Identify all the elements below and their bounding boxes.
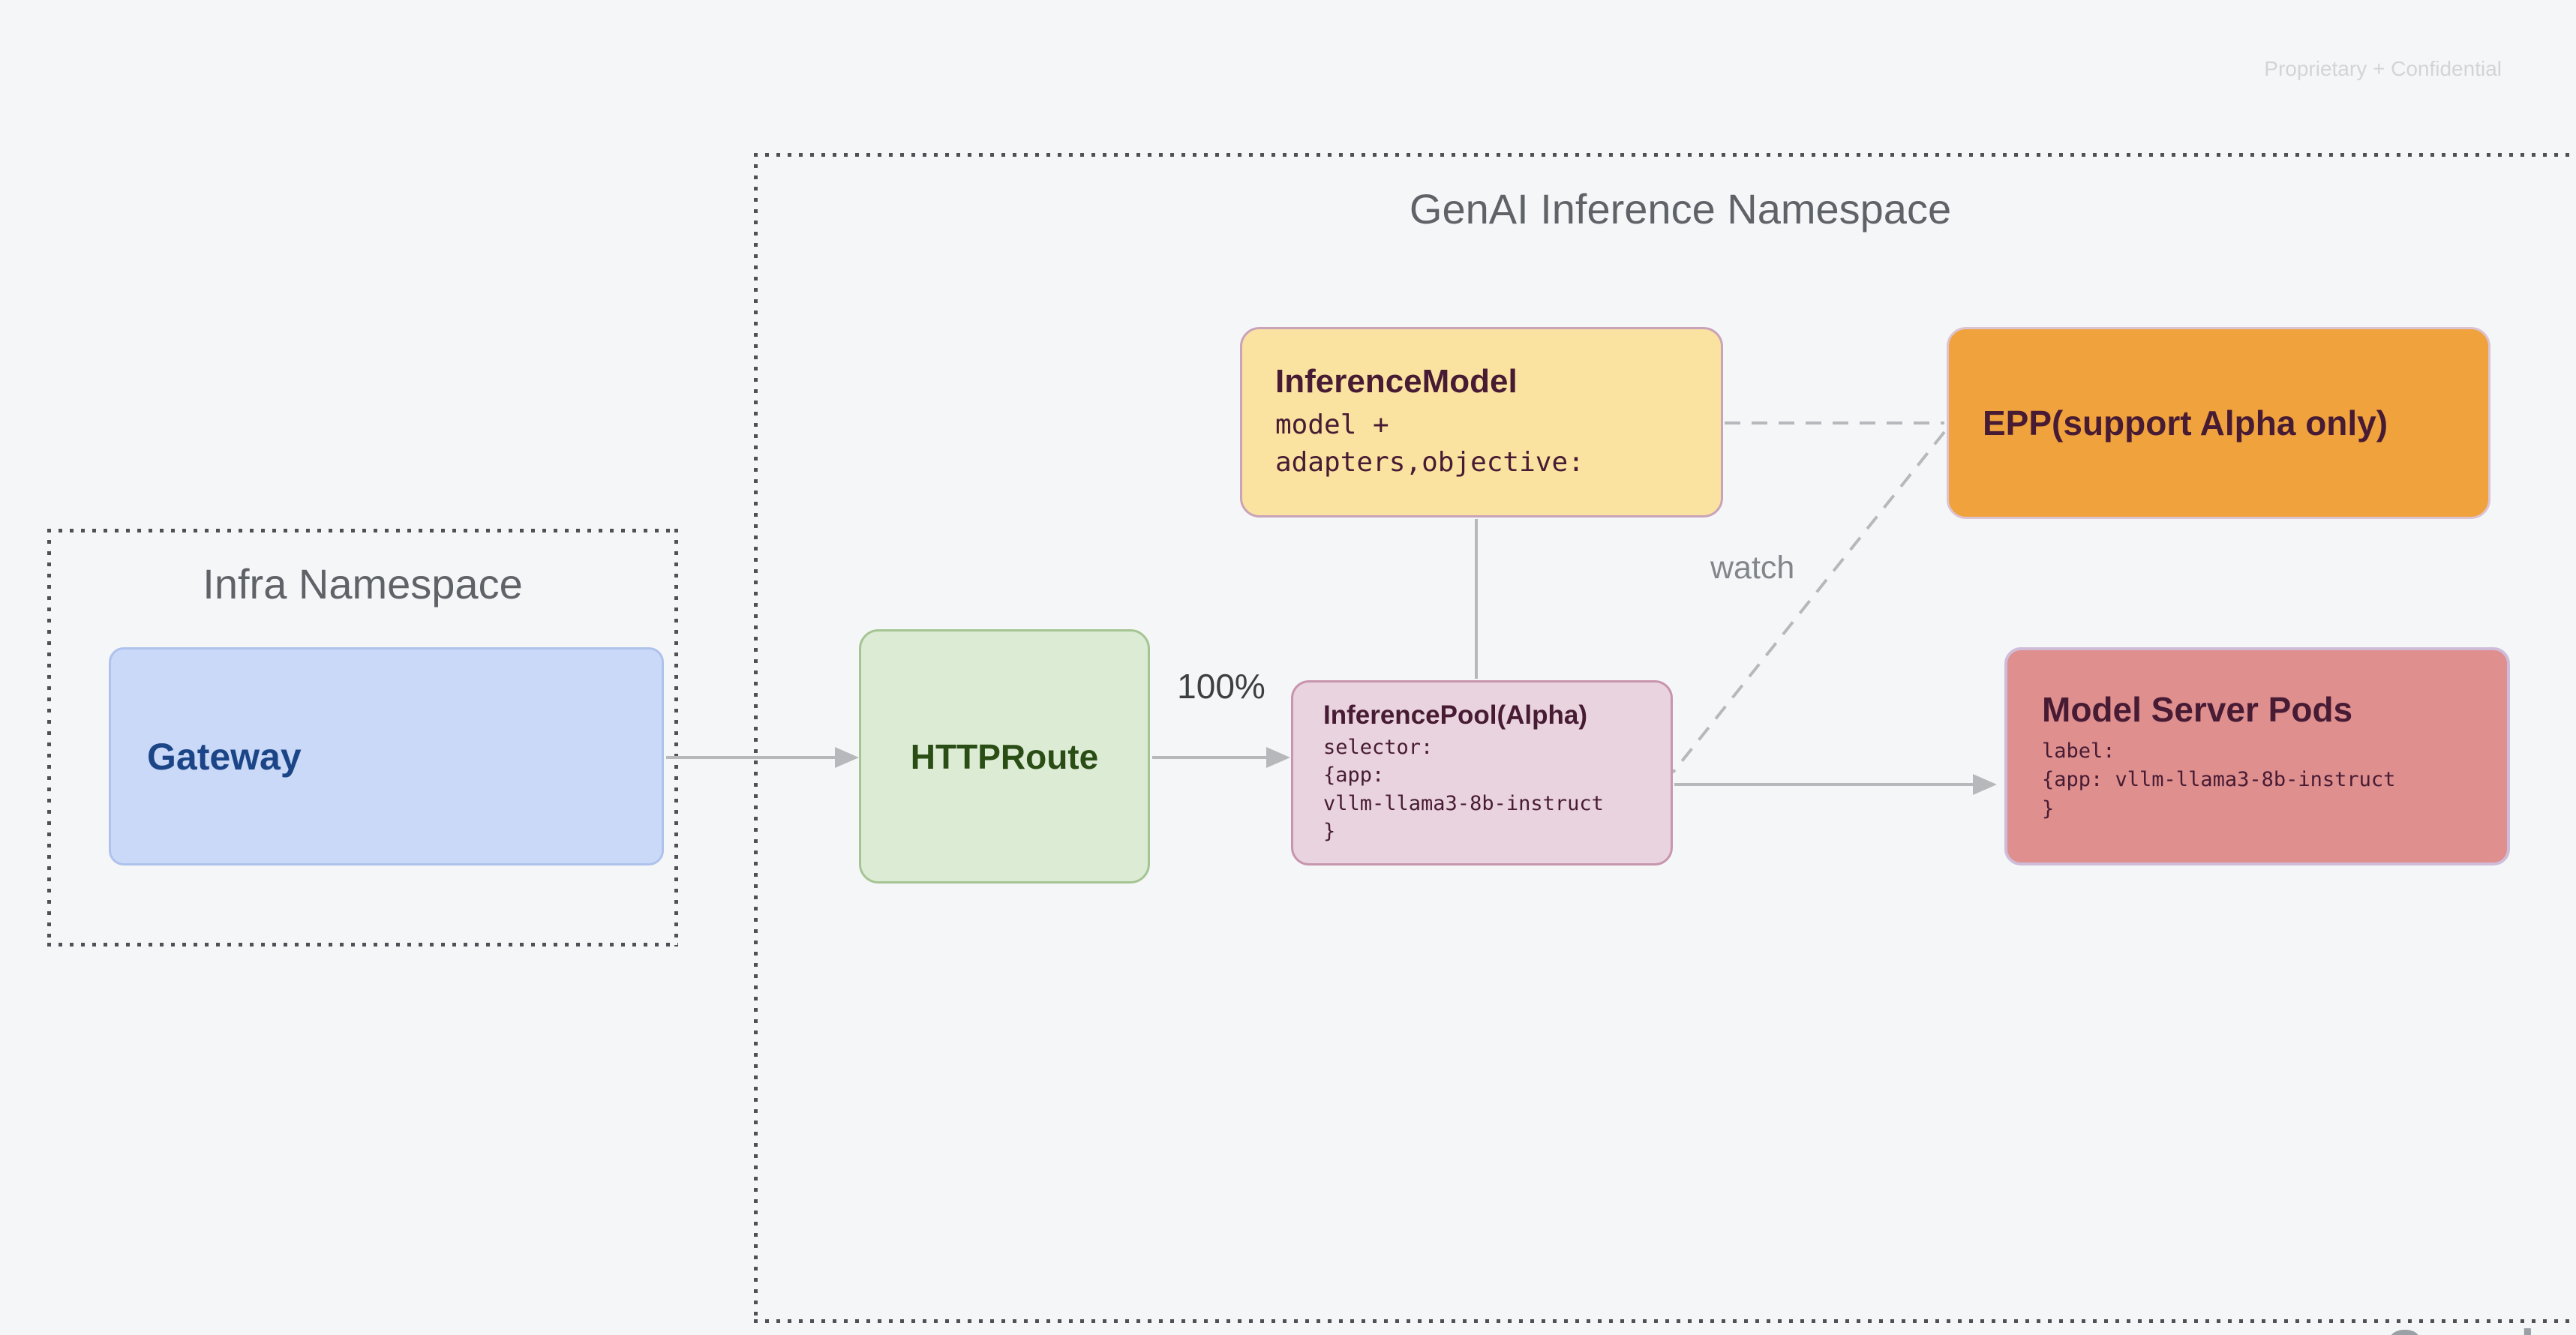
- node-body-line: adapters,objective:: [1275, 447, 1584, 478]
- node-gateway: Gateway: [109, 647, 664, 866]
- node-body-line: }: [2042, 796, 2055, 820]
- dotted-border-bottom: [754, 1319, 2576, 1323]
- node-httproute: HTTPRoute: [859, 629, 1150, 884]
- node-body-line: {app: vllm-llama3-8b-instruct: [2042, 768, 2396, 792]
- node-body-line: {app:: [1323, 764, 1385, 788]
- node-title: HTTPRoute: [910, 736, 1099, 776]
- genai-namespace-title: GenAI Inference Namespace: [1409, 185, 1952, 232]
- node-model-server-pods: Model Server Pods label: {app: vllm-llam…: [2004, 647, 2510, 866]
- dotted-border-left: [47, 529, 51, 946]
- dotted-border-top: [47, 529, 678, 532]
- node-epp: EPP(support Alpha only): [1947, 327, 2490, 519]
- node-title: InferencePool(Alpha): [1323, 700, 1587, 730]
- node-title: EPP(support Alpha only): [1983, 404, 2388, 442]
- dotted-border-top: [754, 153, 2576, 157]
- genai-namespace-container: [754, 153, 2576, 1323]
- google-logo: Google: [2385, 1318, 2565, 1335]
- node-title: Gateway: [147, 735, 302, 778]
- infra-namespace-container: [47, 529, 678, 946]
- node-body-line: vllm-llama3-8b-instruct: [1323, 791, 1604, 815]
- node-inference-model: InferenceModel model + adapters,objectiv…: [1240, 327, 1723, 518]
- node-body-line: }: [1323, 819, 1336, 843]
- infra-namespace-title: Infra Namespace: [203, 560, 523, 608]
- node-body-line: label:: [2042, 740, 2115, 763]
- node-inference-pool: InferencePool(Alpha) selector: {app: vll…: [1291, 680, 1673, 866]
- watch-label: watch: [1710, 550, 1795, 586]
- node-body-line: model +: [1275, 410, 1389, 441]
- traffic-split-label: 100%: [1177, 667, 1265, 706]
- node-title: InferenceModel: [1275, 363, 1518, 400]
- dotted-border-bottom: [47, 943, 678, 946]
- confidential-label: Proprietary + Confidential: [2264, 57, 2502, 80]
- node-title: Model Server Pods: [2042, 690, 2353, 729]
- node-body-line: selector:: [1323, 736, 1434, 759]
- dotted-border-right: [674, 529, 678, 946]
- dotted-border-left: [754, 153, 758, 1323]
